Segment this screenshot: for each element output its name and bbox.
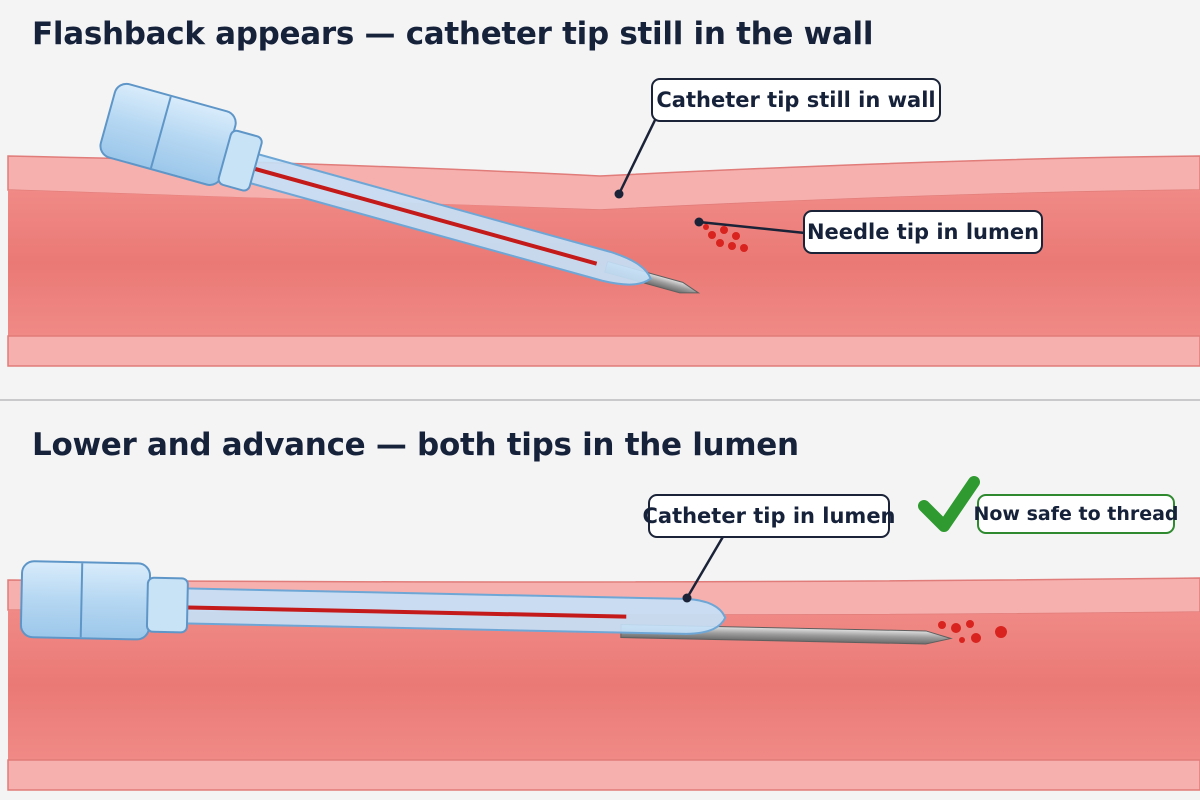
blood-vessel (7, 577, 1200, 791)
blood-droplets-bottom (938, 620, 1007, 643)
panel-title-bottom: Lower and advance — both tips in the lum… (32, 427, 799, 463)
check-mark-icon (918, 476, 980, 532)
callout-needle-tip-in-lumen: Needle tip in lumen (803, 210, 1043, 254)
panel-both-tips-in-lumen: Lower and advance — both tips in the lum… (0, 400, 1200, 800)
callout-now-safe-to-thread: Now safe to thread (973, 494, 1179, 534)
flashback-blood-line (176, 605, 627, 619)
callout-catheter-tip-in-wall: Catheter tip still in wall (651, 78, 941, 122)
panel-catheter-in-wall: Flashback appears — catheter tip still i… (7, 16, 1200, 367)
vessel-lower-wall (7, 335, 1200, 367)
panel-divider (0, 399, 1200, 401)
iv-catheter-steep (99, 82, 701, 294)
catheter-hub (19, 560, 152, 641)
flashback-blood-line (239, 162, 598, 266)
vessel-diagram-top (7, 82, 1200, 367)
callout-catheter-tip-in-lumen: Catheter tip in lumen (642, 494, 896, 538)
panel-title-top: Flashback appears — catheter tip still i… (32, 16, 874, 52)
vessel-lumen (8, 610, 1200, 760)
leader-line-catheter-top (617, 117, 658, 195)
blood-droplets-top (703, 224, 748, 252)
vessel-lower-wall (7, 759, 1200, 791)
leader-line-needle-top (698, 220, 806, 235)
iv-catheter-flat (19, 560, 953, 645)
leader-line-catheter-bottom (685, 534, 726, 599)
vessel-diagram-bottom (7, 476, 1200, 791)
